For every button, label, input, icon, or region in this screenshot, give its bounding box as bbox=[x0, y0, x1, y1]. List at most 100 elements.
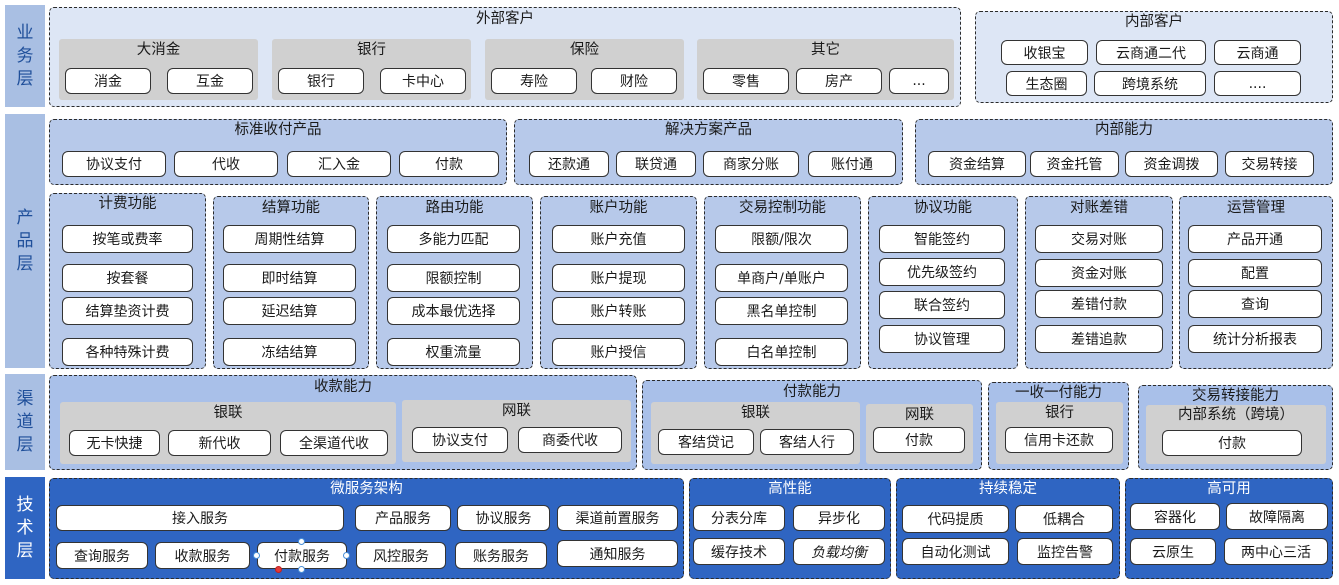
customer-button-life-insurance[interactable]: 寿险 bbox=[491, 68, 577, 94]
internal-customer-button[interactable]: 云商通 bbox=[1214, 40, 1301, 65]
tech-button[interactable]: 异步化 bbox=[793, 505, 885, 531]
function-button[interactable]: 联合签约 bbox=[879, 291, 1005, 319]
service-button[interactable]: 账务服务 bbox=[455, 542, 547, 569]
function-button[interactable]: 限额/限次 bbox=[715, 225, 848, 253]
capability-button[interactable]: 交易转接 bbox=[1225, 151, 1314, 177]
function-button[interactable]: 差错追款 bbox=[1035, 325, 1163, 353]
function-button[interactable]: 产品开通 bbox=[1188, 225, 1322, 253]
function-button[interactable]: 交易对账 bbox=[1035, 225, 1163, 253]
function-button[interactable]: 统计分析报表 bbox=[1188, 325, 1322, 353]
tech-button[interactable]: 代码提质 bbox=[902, 505, 1009, 533]
solution-button[interactable]: 账付通 bbox=[808, 151, 896, 177]
function-button[interactable]: 各种特殊计费 bbox=[62, 338, 193, 366]
channel-button[interactable]: 客结贷记 bbox=[658, 429, 754, 455]
layer-label-char: 品 bbox=[16, 230, 34, 251]
tech-button[interactable]: 故障隔离 bbox=[1226, 503, 1328, 530]
service-button[interactable]: 渠道前置服务 bbox=[557, 505, 678, 531]
channel-button[interactable]: 付款 bbox=[873, 427, 965, 453]
panel-title: 高可用 bbox=[1207, 481, 1251, 497]
customer-button-bank[interactable]: 银行 bbox=[278, 68, 364, 94]
internal-customer-button[interactable]: 生态圈 bbox=[1006, 71, 1087, 96]
resize-handle[interactable] bbox=[275, 566, 282, 573]
service-button[interactable]: 风控服务 bbox=[356, 542, 446, 569]
function-button[interactable]: 智能签约 bbox=[879, 225, 1005, 253]
function-button[interactable]: 黑名单控制 bbox=[715, 297, 848, 325]
function-button[interactable]: 协议管理 bbox=[879, 325, 1005, 353]
function-button[interactable]: 权重流量 bbox=[387, 338, 520, 366]
function-button[interactable]: 冻结结算 bbox=[223, 338, 356, 366]
function-button[interactable]: 账户授信 bbox=[552, 338, 685, 366]
product-button[interactable]: 协议支付 bbox=[62, 151, 166, 177]
resize-handle[interactable] bbox=[298, 538, 305, 545]
customer-button-internet-finance[interactable]: 互金 bbox=[167, 68, 253, 94]
function-button[interactable]: 账户充值 bbox=[552, 225, 685, 253]
layer-label-char: 术 bbox=[16, 517, 34, 538]
customer-button-more[interactable]: ... bbox=[889, 68, 949, 94]
tech-button[interactable]: 两中心三活 bbox=[1224, 538, 1328, 565]
function-button[interactable]: 周期性结算 bbox=[223, 225, 356, 253]
function-button[interactable]: 账户提现 bbox=[552, 264, 685, 292]
channel-button[interactable]: 全渠道代收 bbox=[280, 430, 388, 456]
internal-customer-button[interactable]: 云商通二代 bbox=[1096, 40, 1206, 65]
product-button[interactable]: 汇入金 bbox=[287, 151, 391, 177]
product-button[interactable]: 代收 bbox=[174, 151, 278, 177]
customer-button-consumer-finance[interactable]: 消金 bbox=[65, 68, 151, 94]
customer-button-card-center[interactable]: 卡中心 bbox=[380, 68, 466, 94]
function-button[interactable]: 账户转账 bbox=[552, 297, 685, 325]
internal-customer-button[interactable]: .... bbox=[1214, 71, 1301, 96]
solution-button[interactable]: 商家分账 bbox=[703, 151, 799, 177]
service-button[interactable]: 付款服务 bbox=[257, 542, 347, 569]
capability-button[interactable]: 资金调拨 bbox=[1125, 151, 1218, 177]
capability-button[interactable]: 资金托管 bbox=[1030, 151, 1119, 177]
resize-handle[interactable] bbox=[253, 552, 260, 559]
channel-button[interactable]: 新代收 bbox=[168, 430, 271, 456]
function-button[interactable]: 限额控制 bbox=[387, 264, 520, 292]
tech-button[interactable]: 低耦合 bbox=[1015, 505, 1113, 533]
function-button[interactable]: 结算垫资计费 bbox=[62, 297, 193, 325]
internal-customer-button[interactable]: 收银宝 bbox=[1001, 40, 1088, 65]
function-button[interactable]: 按套餐 bbox=[62, 264, 193, 292]
tech-button[interactable]: 监控告警 bbox=[1017, 538, 1113, 565]
channel-button[interactable]: 无卡快捷 bbox=[69, 430, 160, 456]
customer-button-real-estate[interactable]: 房产 bbox=[796, 68, 882, 94]
channel-button[interactable]: 信用卡还款 bbox=[1005, 427, 1113, 453]
function-button[interactable]: 单商户/单账户 bbox=[715, 264, 848, 292]
tech-button[interactable]: 云原生 bbox=[1130, 538, 1216, 565]
service-button[interactable]: 查询服务 bbox=[56, 542, 148, 569]
internal-customer-button[interactable]: 跨境系统 bbox=[1094, 71, 1206, 96]
product-button[interactable]: 付款 bbox=[399, 151, 499, 177]
customer-button-retail[interactable]: 零售 bbox=[703, 68, 789, 94]
function-button[interactable]: 延迟结算 bbox=[223, 297, 356, 325]
channel-button[interactable]: 付款 bbox=[1162, 430, 1302, 456]
tech-button[interactable]: 缓存技术 bbox=[693, 538, 785, 565]
function-button[interactable]: 优先级签约 bbox=[879, 258, 1005, 286]
tech-button[interactable]: 自动化测试 bbox=[902, 538, 1009, 565]
capability-button[interactable]: 资金结算 bbox=[928, 151, 1026, 177]
channel-button[interactable]: 商委代收 bbox=[518, 427, 622, 453]
resize-handle[interactable] bbox=[298, 566, 305, 573]
service-button[interactable]: 产品服务 bbox=[355, 505, 451, 531]
tech-button[interactable]: 负载均衡 bbox=[793, 538, 885, 565]
tech-button[interactable]: 分表分库 bbox=[693, 505, 785, 531]
function-button[interactable]: 多能力匹配 bbox=[387, 225, 520, 253]
tech-button[interactable]: 容器化 bbox=[1130, 503, 1220, 530]
channel-button[interactable]: 协议支付 bbox=[412, 427, 508, 453]
resize-handle[interactable] bbox=[343, 552, 350, 559]
solution-button[interactable]: 还款通 bbox=[529, 151, 609, 177]
service-button[interactable]: 收款服务 bbox=[155, 542, 250, 569]
customer-button-property-insurance[interactable]: 财险 bbox=[591, 68, 677, 94]
function-button[interactable]: 查询 bbox=[1188, 290, 1322, 318]
channel-button[interactable]: 客结人行 bbox=[760, 429, 854, 455]
function-button[interactable]: 配置 bbox=[1188, 259, 1322, 287]
function-button[interactable]: 成本最优选择 bbox=[387, 297, 520, 325]
service-button[interactable]: 协议服务 bbox=[457, 505, 550, 531]
layer-label-channel: 渠 道 层 bbox=[5, 374, 45, 470]
function-button[interactable]: 差错付款 bbox=[1035, 290, 1163, 318]
function-button[interactable]: 资金对账 bbox=[1035, 259, 1163, 287]
function-button[interactable]: 白名单控制 bbox=[715, 338, 848, 366]
function-button[interactable]: 按笔或费率 bbox=[62, 225, 193, 253]
service-button[interactable]: 接入服务 bbox=[56, 505, 344, 531]
solution-button[interactable]: 联贷通 bbox=[616, 151, 696, 177]
service-button[interactable]: 通知服务 bbox=[557, 540, 678, 567]
function-button[interactable]: 即时结算 bbox=[223, 264, 356, 292]
